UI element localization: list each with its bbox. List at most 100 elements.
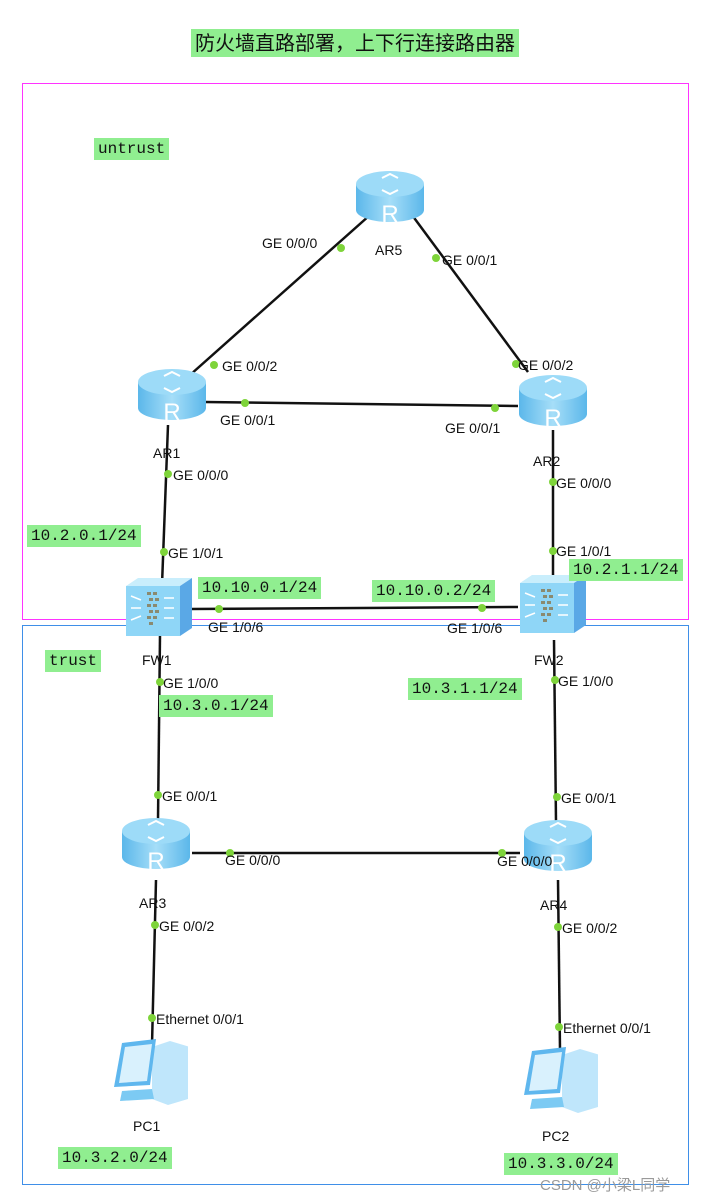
address-fw1-downlink: 10.3.0.1/24 — [159, 695, 273, 717]
address-fw2-downlink: 10.3.1.1/24 — [408, 678, 522, 700]
port-dot — [151, 921, 159, 929]
firewall-icon — [520, 575, 586, 633]
device-label-fw1: FW1 — [142, 652, 172, 668]
diagram-title: 防火墙直路部署，上下行连接路由器 — [191, 29, 519, 57]
router-icon: R — [356, 171, 424, 228]
address-fw1-uplink: 10.2.0.1/24 — [27, 525, 141, 547]
port-dot — [555, 1023, 563, 1031]
port-label-ar1-ge001: GE 0/0/1 — [220, 412, 276, 428]
port-label-pc1-eth001: Ethernet 0/0/1 — [156, 1011, 244, 1027]
port-dot — [551, 676, 559, 684]
router-ar5[interactable]: R — [352, 166, 428, 235]
device-label-pc1: PC1 — [133, 1118, 161, 1134]
svg-text:R: R — [549, 850, 566, 877]
link-ar5-ar2 — [410, 214, 530, 373]
port-dot — [241, 399, 249, 407]
link-ar1-fw1 — [160, 424, 170, 586]
zone-untrust-label: untrust — [94, 138, 170, 160]
port-label-ar1-ge000: GE 0/0/0 — [173, 467, 229, 483]
router-ar4[interactable]: R — [520, 815, 596, 884]
zone-trust-label: trust — [45, 650, 102, 672]
link-ar1-ar2 — [204, 400, 519, 408]
device-label-ar5: AR5 — [375, 242, 403, 258]
router-icon: R — [138, 369, 206, 426]
port-dot — [215, 605, 223, 613]
router-ar2[interactable]: R — [515, 370, 591, 439]
port-dot — [491, 404, 499, 412]
svg-text:R: R — [544, 405, 561, 432]
router-ar1[interactable]: R — [134, 364, 210, 433]
router-icon: R — [519, 375, 587, 432]
link-fw1-fw2 — [189, 605, 519, 611]
device-label-pc2: PC2 — [542, 1128, 570, 1144]
port-dot — [154, 791, 162, 799]
port-label-ar4-ge001: GE 0/0/1 — [561, 790, 617, 806]
zone-untrust-boundary — [22, 83, 689, 620]
address-fw2-heartbeat: 10.10.0.2/24 — [372, 580, 496, 602]
port-label-ar2-ge001: GE 0/0/1 — [445, 420, 501, 436]
device-label-ar1: AR1 — [153, 445, 181, 461]
router-icon: R — [122, 818, 190, 875]
watermark: CSDN @小梁L同学 — [540, 1177, 671, 1194]
address-fw1-heartbeat: 10.10.0.1/24 — [198, 577, 322, 599]
zone-trust-boundary — [22, 625, 689, 1185]
port-label-fw2-ge100: GE 1/0/0 — [558, 673, 614, 689]
port-label-fw2-ge101: GE 1/0/1 — [556, 543, 612, 559]
port-dot — [432, 254, 440, 262]
port-label-ar4-ge000: GE 0/0/0 — [497, 853, 553, 869]
pc-icon — [114, 1039, 190, 1105]
port-dot — [148, 1014, 156, 1022]
port-dot — [160, 548, 168, 556]
port-label-ar2-ge002: GE 0/0/2 — [518, 357, 574, 373]
port-label-ar3-ge001: GE 0/0/1 — [162, 788, 218, 804]
svg-text:R: R — [147, 848, 164, 875]
port-label-ar3-ge000: GE 0/0/0 — [225, 852, 281, 868]
port-label-fw1-ge100: GE 1/0/0 — [163, 675, 219, 691]
address-pc2-network: 10.3.3.0/24 — [504, 1153, 618, 1175]
address-fw2-uplink: 10.2.1.1/24 — [569, 559, 683, 581]
link-fw1-ar3 — [156, 634, 162, 821]
port-label-ar5-ge001: GE 0/0/1 — [442, 252, 498, 268]
port-dot — [549, 547, 557, 555]
address-pc1-network: 10.3.2.0/24 — [58, 1147, 172, 1169]
port-label-fw1-ge106: GE 1/0/6 — [208, 619, 264, 635]
svg-text:R: R — [381, 201, 398, 228]
port-label-fw2-ge106: GE 1/0/6 — [447, 620, 503, 636]
pc-icon — [524, 1047, 600, 1113]
port-dot — [553, 793, 561, 801]
svg-text:R: R — [163, 399, 180, 426]
port-label-ar4-ge002: GE 0/0/2 — [562, 920, 618, 936]
device-label-fw2: FW2 — [534, 652, 564, 668]
port-dot — [226, 849, 234, 857]
port-dot — [498, 849, 506, 857]
port-dot — [164, 470, 172, 478]
port-dot — [478, 604, 486, 612]
port-dot — [156, 678, 164, 686]
port-dot — [554, 923, 562, 931]
link-ar4-pc2 — [556, 879, 562, 1051]
pc-pc2[interactable] — [518, 1045, 600, 1120]
device-label-ar3: AR3 — [139, 895, 167, 911]
link-ar5-ar1 — [189, 214, 371, 376]
firewall-fw2[interactable] — [518, 573, 588, 640]
port-label-pc2-eth001: Ethernet 0/0/1 — [563, 1020, 651, 1036]
firewall-icon — [126, 578, 192, 636]
router-ar3[interactable]: R — [118, 813, 194, 882]
port-dot — [337, 244, 345, 252]
port-label-ar2-ge000: GE 0/0/0 — [556, 475, 612, 491]
port-label-ar5-ge000: GE 0/0/0 — [262, 235, 318, 251]
port-dot — [549, 478, 557, 486]
device-label-ar2: AR2 — [533, 453, 561, 469]
router-icon: R — [524, 820, 592, 877]
port-label-ar3-ge002: GE 0/0/2 — [159, 918, 215, 934]
device-label-ar4: AR4 — [540, 897, 568, 913]
port-label-ar1-ge002: GE 0/0/2 — [222, 358, 278, 374]
port-dot — [210, 361, 218, 369]
pc-pc1[interactable] — [108, 1037, 190, 1112]
link-fw2-ar4 — [552, 639, 558, 823]
port-dot — [512, 360, 520, 368]
port-label-fw1-ge101: GE 1/0/1 — [168, 545, 224, 561]
firewall-fw1[interactable] — [124, 576, 194, 643]
